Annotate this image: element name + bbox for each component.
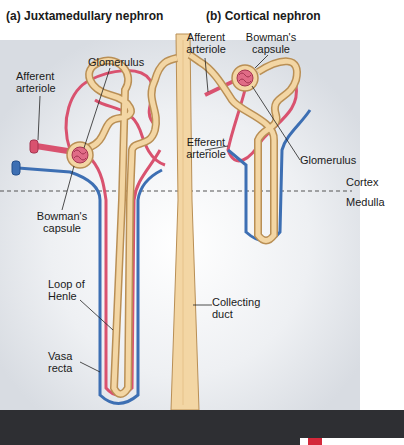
part-label: Bowman's capsule	[30, 210, 94, 234]
part-label: Efferent arteriole	[178, 136, 234, 160]
part-label: Glomerulus	[300, 154, 370, 166]
glomerulus	[67, 142, 93, 168]
glomerulus	[239, 73, 251, 83]
leader-line	[62, 166, 74, 210]
leader-line	[205, 58, 208, 92]
part-label: Loop of Henle	[48, 278, 96, 302]
leader-line	[252, 86, 300, 160]
glomerulus	[232, 65, 258, 91]
leader-line	[80, 300, 113, 330]
region-label: Medulla	[346, 196, 402, 208]
vasa-recta-vein	[12, 161, 20, 175]
glomerulus	[232, 65, 258, 91]
part-label: Collecting duct	[212, 296, 268, 320]
renal-tubule	[88, 58, 177, 394]
glomerulus	[72, 147, 88, 163]
leader-line	[38, 96, 40, 140]
cortex-medulla-boundary	[0, 191, 352, 192]
logo-mark	[308, 438, 322, 445]
renal-tubule	[88, 58, 177, 394]
leader-line	[255, 55, 268, 68]
vasa-recta-vein	[12, 161, 162, 404]
leader-line	[80, 362, 100, 372]
glomerulus	[74, 150, 86, 160]
logo-area	[300, 438, 404, 445]
panel-heading: (b) Cortical nephron	[206, 9, 396, 23]
glomerulus	[237, 70, 253, 86]
part-label: Afferent arteriole	[178, 31, 234, 55]
glomerulus	[67, 142, 93, 168]
part-label: Glomerulus	[88, 56, 158, 68]
collecting-duct	[171, 34, 199, 410]
leader-line	[193, 305, 212, 306]
region-label: Cortex	[346, 176, 396, 188]
afferent-arteriole	[30, 140, 38, 153]
vasa-recta-vein	[18, 168, 162, 404]
collecting-duct	[171, 34, 199, 410]
part-label: Bowman's capsule	[240, 31, 302, 55]
collecting-duct	[183, 40, 184, 405]
renal-tubule	[88, 58, 177, 394]
panel-heading: (a) Juxtamedullary nephron	[6, 9, 206, 23]
part-label: Vasa recta	[48, 350, 86, 374]
footer-bar	[0, 410, 404, 445]
leader-line	[84, 68, 110, 148]
part-label: Afferent arteriole	[16, 70, 72, 94]
